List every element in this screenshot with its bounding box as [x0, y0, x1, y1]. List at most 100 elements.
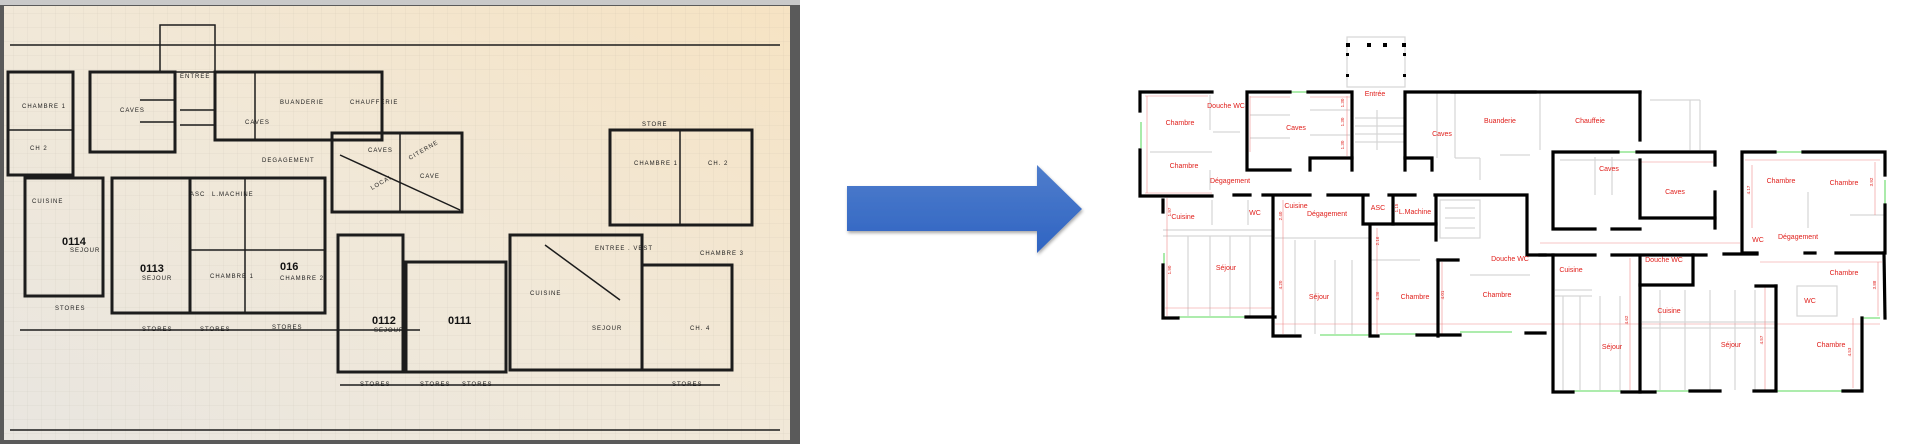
- room-label: WC: [1804, 298, 1816, 305]
- room-label: Chambre: [1817, 342, 1846, 349]
- label-stores: STORES: [360, 382, 391, 388]
- floor-plan-drawing: Chambre Douche WC Chambre Dégagement Cav…: [1138, 36, 1887, 394]
- room-label: Dégagement: [1210, 178, 1250, 185]
- dimension-label: 2.40: [1278, 211, 1283, 220]
- unit-number: 0111: [448, 315, 471, 327]
- label-chaufferie: CHAUFFERIE: [350, 100, 398, 106]
- room-label: Chambre: [1830, 270, 1859, 277]
- label-stores: STORES: [462, 382, 493, 388]
- room-label: Caves: [1432, 131, 1452, 138]
- room-label: WC: [1752, 237, 1764, 244]
- dimension-label: 3.92: [1869, 177, 1874, 186]
- unit-number: 016: [280, 261, 298, 273]
- dimension-label: 1.30: [1340, 98, 1345, 107]
- dimension-labels: 4.17 3.92 4.62 4.57 4.53 3.88 1.97 1.90 …: [1167, 98, 1877, 356]
- dimension-label: 4.62: [1624, 315, 1629, 324]
- room-label: Chauffeie: [1575, 118, 1605, 125]
- dimension-label: 4.20: [1278, 280, 1283, 289]
- blueprint-drawing: CHAMBRE 1 CH 2 CAVES ENTREE CAVES BUANDE…: [0, 0, 800, 440]
- dimension-label: 4.17: [1746, 185, 1751, 194]
- unit-number: 0114: [62, 236, 87, 248]
- room-label: Cuisine: [1284, 203, 1307, 210]
- label-sejour: SEJOUR: [70, 248, 100, 254]
- room-label: Séjour: [1602, 344, 1623, 351]
- room-label: Chambre: [1401, 294, 1430, 301]
- room-labels: Chambre Douche WC Chambre Dégagement Cav…: [1166, 91, 1859, 351]
- label-caves: CAVES: [120, 108, 145, 114]
- label-stores: STORES: [142, 327, 173, 333]
- label-chambre-1: CHAMBRE 1: [634, 161, 678, 167]
- label-chambre-3: CHAMBRE 3: [700, 251, 744, 257]
- dimension-label: 1.30: [1340, 140, 1345, 149]
- dimension-label: 1.30: [1340, 117, 1345, 126]
- dimension-label: 1.97: [1167, 207, 1172, 216]
- room-label: Séjour: [1216, 265, 1237, 272]
- original-blueprint-photo: CHAMBRE 1 CH 2 CAVES ENTREE CAVES BUANDE…: [0, 0, 800, 444]
- label-sejour: SEJOUR: [592, 326, 622, 332]
- unit-number: 0112: [372, 315, 396, 327]
- dimension-label: 2.16: [1375, 236, 1380, 245]
- room-label: Douche WC: [1207, 103, 1245, 110]
- unit-number: 0113: [140, 263, 164, 275]
- interior-lines: [1150, 36, 1885, 390]
- label-ch2: CH. 2: [708, 161, 728, 167]
- windows: [1140, 91, 1886, 392]
- label-stores: STORES: [272, 325, 303, 331]
- vectorized-floor-plan: Chambre Douche WC Chambre Dégagement Cav…: [1120, 30, 1910, 415]
- room-label: Séjour: [1309, 294, 1330, 301]
- label-cave: CAVE: [420, 174, 440, 180]
- label-l-machine: L.MACHINE: [212, 192, 254, 198]
- room-label: Douche WC: [1645, 257, 1683, 264]
- label-sejour: SEJOUR: [374, 328, 404, 334]
- label-sejour: SEJOUR: [142, 276, 172, 282]
- room-label: Buanderie: [1484, 118, 1516, 125]
- room-label: Caves: [1599, 166, 1619, 173]
- room-label: Chambre: [1170, 163, 1199, 170]
- dimension-label: 4.57: [1759, 335, 1764, 344]
- label-stores: STORES: [420, 382, 451, 388]
- room-label: Caves: [1286, 125, 1306, 132]
- label-stores: STORES: [672, 382, 703, 388]
- room-label: Cuisine: [1657, 308, 1680, 315]
- dimension-label: 1.15: [1394, 203, 1399, 212]
- dimension-label: 4.53: [1847, 347, 1852, 356]
- room-label: Entrée: [1365, 91, 1386, 98]
- dimension-label: 4.36: [1375, 291, 1380, 300]
- label-stores: STORES: [55, 306, 86, 312]
- label-cuisine: CUISINE: [530, 291, 561, 297]
- room-label: Dégagement: [1778, 234, 1818, 241]
- label-chambre-1: CHAMBRE 1: [22, 104, 66, 110]
- room-label: ASC: [1371, 205, 1385, 212]
- room-label: Caves: [1665, 189, 1685, 196]
- label-stores: STORES: [200, 327, 231, 333]
- label-caves: CAVES: [368, 148, 393, 154]
- walls: [1138, 90, 1887, 394]
- room-label: Séjour: [1721, 342, 1742, 349]
- room-label: Chambre: [1767, 178, 1796, 185]
- room-label: WC: [1249, 210, 1261, 217]
- room-label: Dégagement: [1307, 211, 1347, 218]
- label-store: STORE: [642, 122, 668, 128]
- label-degagement: DEGAGEMENT: [262, 158, 315, 164]
- dimension-lines: [1145, 95, 1882, 390]
- entrance-columns: [1346, 43, 1406, 77]
- label-ch4: CH. 4: [690, 326, 710, 332]
- blueprint-walls: [6, 24, 780, 431]
- room-label: Chambre: [1830, 180, 1859, 187]
- room-label: Chambre: [1166, 120, 1195, 127]
- label-buanderie: BUANDERIE: [280, 100, 324, 106]
- room-label: Chambre: [1483, 292, 1512, 299]
- arrow-right-icon: [840, 160, 1090, 265]
- dimension-label: 1.90: [1167, 265, 1172, 274]
- label-asc: ASC: [190, 192, 205, 198]
- label-chambre-2: CHAMBRE 2: [280, 276, 324, 282]
- dimension-label: 4.01: [1440, 290, 1445, 299]
- dimension-label: 3.88: [1872, 280, 1877, 289]
- room-label: Cuisine: [1171, 214, 1194, 221]
- label-ch2: CH 2: [30, 146, 48, 152]
- label-caves: CAVES: [245, 120, 270, 126]
- room-label: L.Machine: [1399, 209, 1431, 216]
- label-entree-vest: ENTREE . VEST: [595, 246, 653, 252]
- label-chambre-1: CHAMBRE 1: [210, 274, 254, 280]
- room-label: Cuisine: [1559, 267, 1582, 274]
